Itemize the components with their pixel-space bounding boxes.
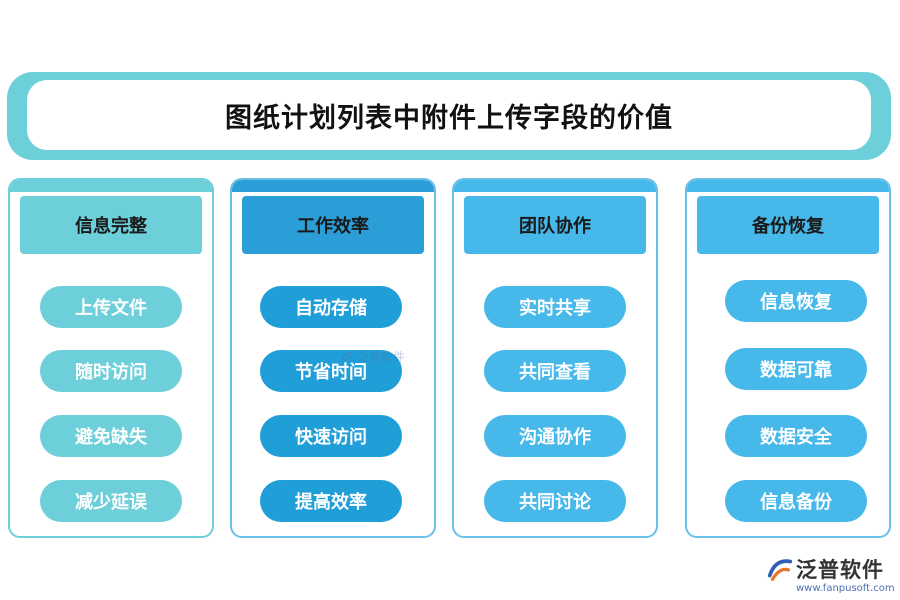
column-item: 自动存储 [260, 286, 402, 328]
column-item: 随时访问 [40, 350, 182, 392]
card-top-band [232, 180, 434, 192]
column-item: 节省时间 [260, 350, 402, 392]
watermark: 泛普软件 [340, 348, 405, 365]
column-header: 信息完整 [20, 196, 202, 254]
column-item: 快速访问 [260, 415, 402, 457]
column-item: 信息备份 [725, 480, 867, 522]
brand-logo-block: 泛普软件 www.fanpusoft.com [766, 553, 895, 597]
brand-name: 泛普软件 [796, 558, 884, 582]
title-banner: 图纸计划列表中附件上传字段的价值 [7, 72, 891, 160]
watermark-logo-icon [341, 351, 353, 362]
column-card-3: 团队协作 实时共享 共同查看 沟通协作 共同讨论 [452, 178, 658, 538]
title-inner-panel: 图纸计划列表中附件上传字段的价值 [27, 80, 871, 150]
column-item: 数据安全 [725, 415, 867, 457]
column-card-1: 信息完整 上传文件 随时访问 避免缺失 减少延误 [8, 178, 214, 538]
card-top-band [687, 180, 889, 192]
column-item: 减少延误 [40, 480, 182, 522]
card-top-band [454, 180, 656, 192]
diagram-title: 图纸计划列表中附件上传字段的价值 [225, 102, 673, 134]
column-header: 备份恢复 [697, 196, 879, 254]
column-item: 避免缺失 [40, 415, 182, 457]
column-card-2: 工作效率 自动存储 节省时间 快速访问 提高效率 [230, 178, 436, 538]
column-item: 共同讨论 [484, 480, 626, 522]
column-header: 团队协作 [464, 196, 646, 254]
column-card-4: 备份恢复 信息恢复 数据可靠 数据安全 信息备份 [685, 178, 891, 538]
column-header: 工作效率 [242, 196, 424, 254]
column-item: 提高效率 [260, 480, 402, 522]
column-item: 数据可靠 [725, 348, 867, 390]
column-item: 上传文件 [40, 286, 182, 328]
watermark-text: 泛普软件 [357, 350, 406, 364]
column-item: 沟通协作 [484, 415, 626, 457]
column-item: 共同查看 [484, 350, 626, 392]
card-top-band [10, 180, 212, 192]
column-item: 信息恢复 [725, 280, 867, 322]
fanpu-logo-icon [767, 559, 793, 581]
column-item: 实时共享 [484, 286, 626, 328]
brand-url: www.fanpusoft.com [796, 583, 895, 594]
